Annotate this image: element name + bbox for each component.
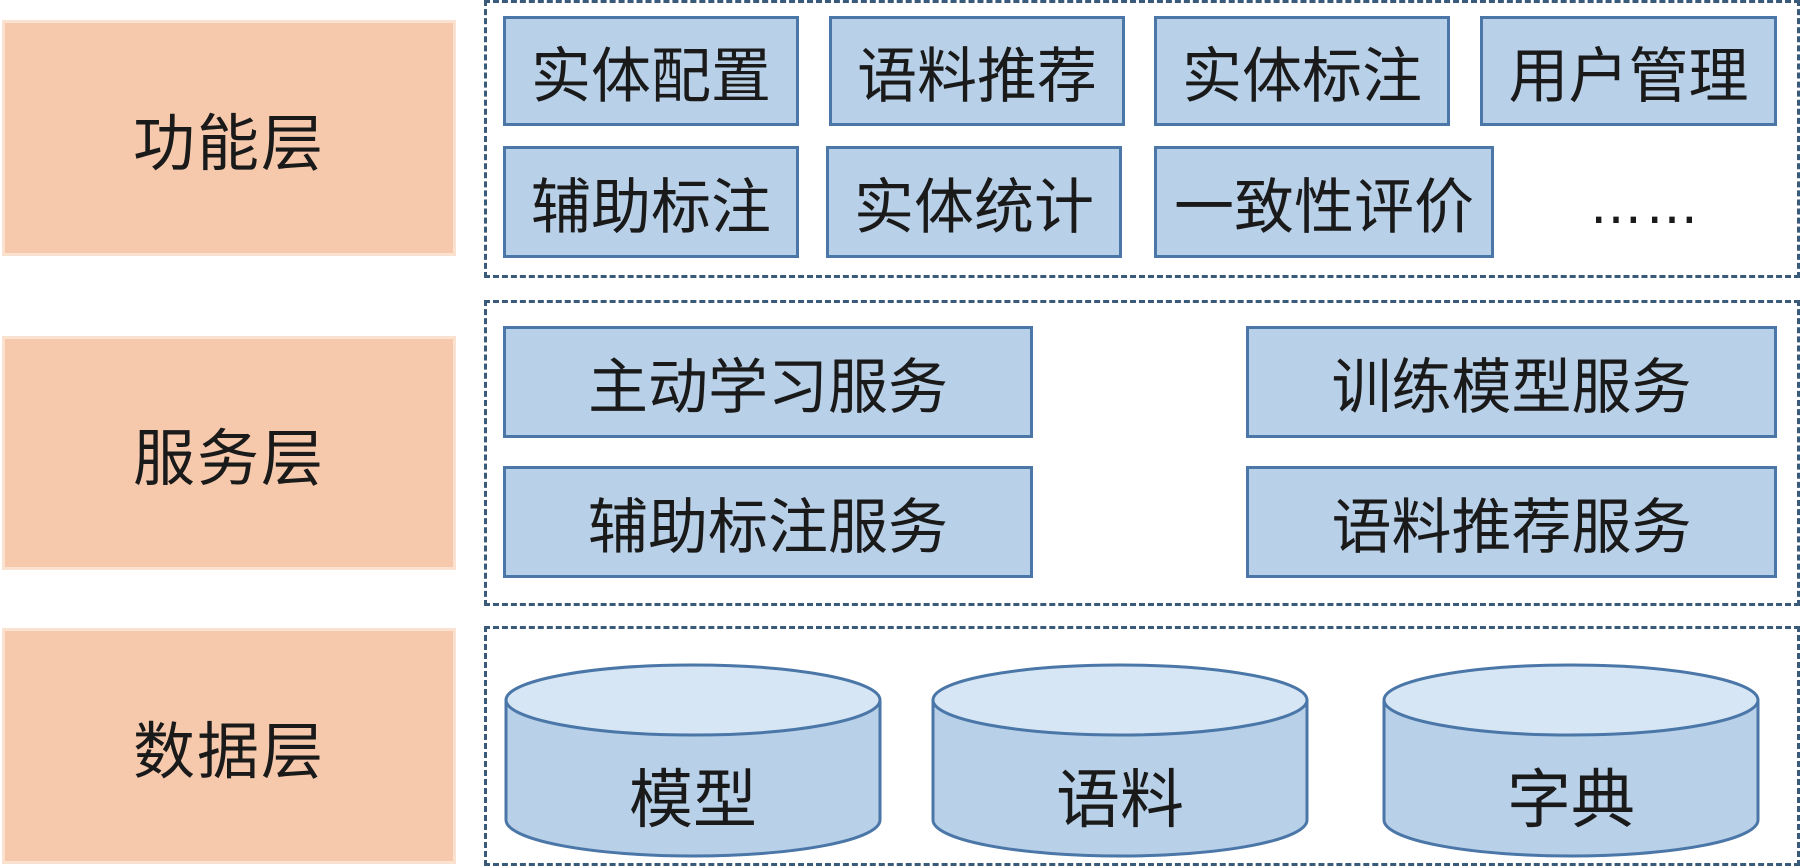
layer-label-function: 功能层	[2, 20, 456, 256]
function-item-entity-config: 实体配置	[503, 16, 799, 126]
data-store-model-label: 模型	[629, 764, 757, 838]
service-item-active-learning: 主动学习服务	[503, 326, 1033, 438]
service-item-model-training: 训练模型服务	[1246, 326, 1777, 438]
function-item-corpus-recommend: 语料推荐	[829, 16, 1125, 126]
data-store-corpus: 语料	[930, 662, 1310, 858]
data-store-dictionary: 字典	[1381, 662, 1761, 858]
data-store-corpus-label: 语料	[1056, 764, 1184, 838]
function-more-ellipsis: ……	[1590, 176, 1702, 236]
data-store-dictionary-label: 字典	[1507, 764, 1635, 838]
function-item-consistency-evaluation: 一致性评价	[1154, 146, 1494, 258]
function-item-user-management: 用户管理	[1480, 16, 1777, 126]
service-item-corpus-recommend: 语料推荐服务	[1246, 466, 1777, 578]
function-item-entity-statistics: 实体统计	[826, 146, 1122, 258]
function-item-assisted-annotation: 辅助标注	[503, 146, 799, 258]
layer-label-data: 数据层	[2, 628, 456, 864]
function-item-entity-annotation: 实体标注	[1154, 16, 1450, 126]
service-item-assisted-annotation: 辅助标注服务	[503, 466, 1033, 578]
data-store-model: 模型	[503, 662, 883, 858]
layer-label-service: 服务层	[2, 336, 456, 570]
